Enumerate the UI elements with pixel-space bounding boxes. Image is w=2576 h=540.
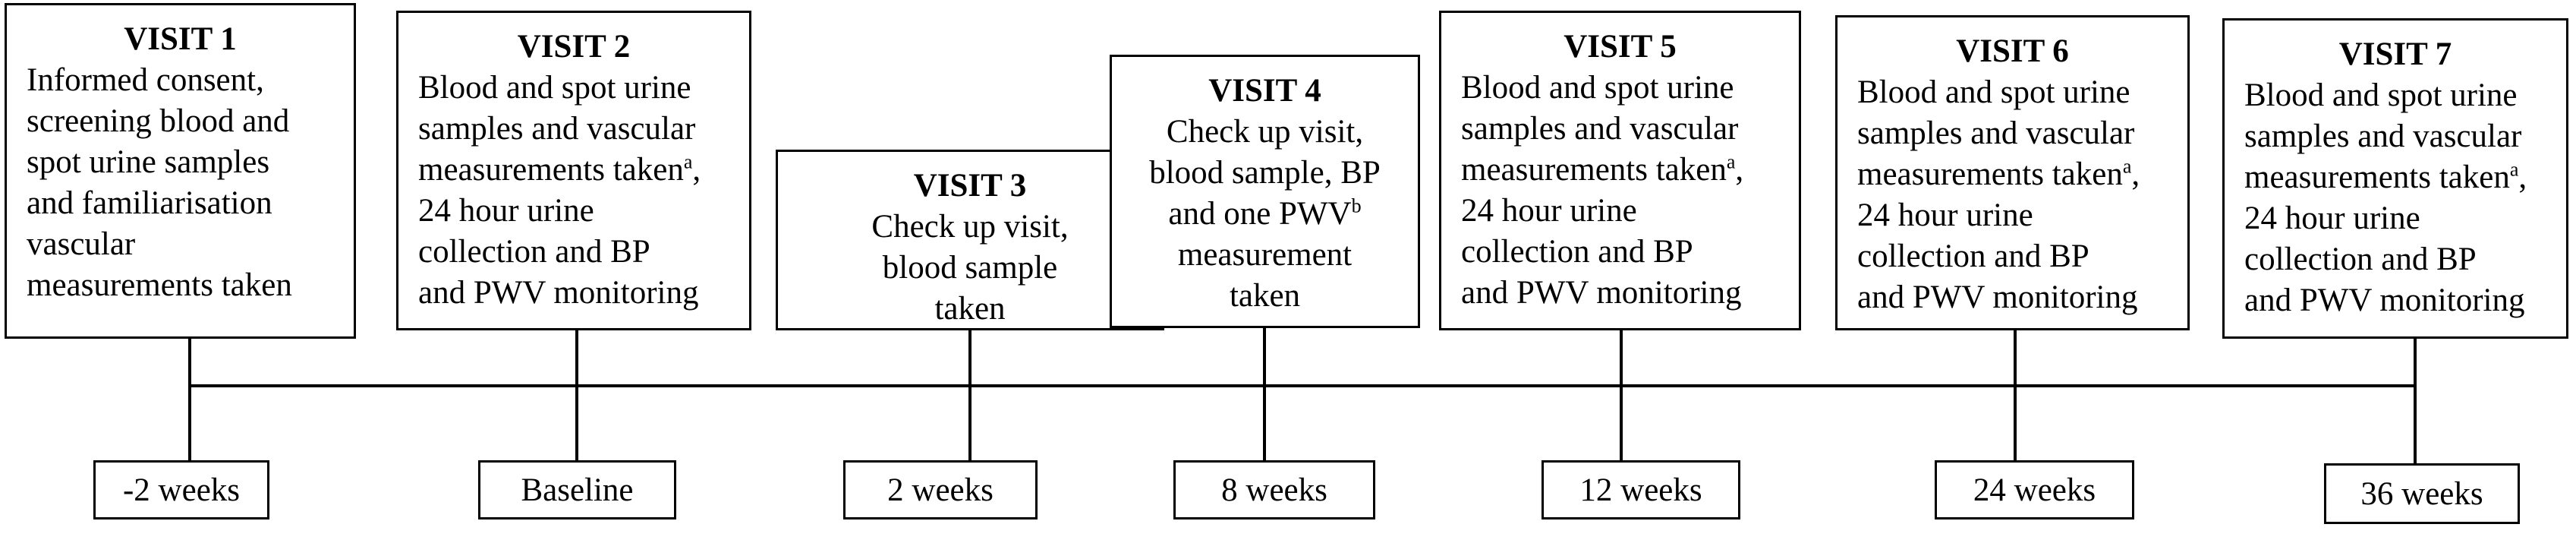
visit-3-line: blood sample <box>882 250 1058 286</box>
visit-2-line-text: measurements taken <box>418 152 684 188</box>
visit-1-description: Informed consent, screening blood and sp… <box>27 60 334 306</box>
visit-5-line: and PWV monitoring <box>1461 275 1742 311</box>
visit-2-line: collection and BP <box>418 234 650 270</box>
visit-4-title: VISIT 4 <box>1208 73 1321 109</box>
visit-6-box: VISIT 6 Blood and spot urine samples and… <box>1835 15 2190 330</box>
visit-7-line: 24 hour urine <box>2244 201 2420 236</box>
visit-4-description: Check up visit, blood sample, BP and one… <box>1132 112 1398 317</box>
visit-7-line: measurements takena, <box>2244 157 2546 198</box>
visit-4-line: taken <box>1229 278 1301 314</box>
visit-1-line: screening blood and <box>27 103 290 139</box>
visit-6-line: and PWV monitoring <box>1857 279 2138 315</box>
visit-1-line: Informed consent, <box>27 62 264 98</box>
visit-7-description: Blood and spot urine samples and vascula… <box>2244 75 2546 321</box>
connector-2 <box>575 330 578 460</box>
visit-4-line: blood sample, BP <box>1149 155 1381 191</box>
visit-5-title: VISIT 5 <box>1564 29 1677 65</box>
visit-4-box: VISIT 4 Check up visit, blood sample, BP… <box>1110 55 1420 328</box>
visit-6-line: measurements takena, <box>1857 154 2168 195</box>
visit-1-line: measurements taken <box>27 267 292 303</box>
visit-6-line: collection and BP <box>1857 238 2089 274</box>
visit-2-box: VISIT 2 Blood and spot urine samples and… <box>396 11 751 330</box>
visit-5-line: Blood and spot urine <box>1461 70 1734 106</box>
visit-7-box: VISIT 7 Blood and spot urine samples and… <box>2222 18 2568 339</box>
timepoint-8-weeks: 8 weeks <box>1173 460 1375 519</box>
visit-6-line-punct: , <box>2131 156 2140 192</box>
visit-5-line-punct: , <box>1735 152 1744 188</box>
visit-2-line: 24 hour urine <box>418 193 594 229</box>
visit-1-line: and familiarisation <box>27 185 272 221</box>
visit-5-line: measurements takena, <box>1461 150 1779 191</box>
timepoint-36-weeks: 36 weeks <box>2324 463 2520 524</box>
visit-3-description: Check up visit, blood sample taken <box>798 207 1142 330</box>
visit-6-description: Blood and spot urine samples and vascula… <box>1857 72 2168 318</box>
timeline-axis <box>190 384 2415 387</box>
visit-7-line: samples and vascular <box>2244 118 2522 154</box>
visit-7-line: Blood and spot urine <box>2244 77 2518 113</box>
visit-5-line: 24 hour urine <box>1461 193 1637 229</box>
timepoint-2-weeks: 2 weeks <box>843 460 1038 519</box>
visit-5-box: VISIT 5 Blood and spot urine samples and… <box>1439 11 1801 330</box>
visit-6-line-text: measurements taken <box>1857 156 2123 192</box>
timepoint-minus-2-weeks: -2 weeks <box>93 460 269 519</box>
visit-3-line: Check up visit, <box>871 209 1069 245</box>
visit-4-line: Check up visit, <box>1166 114 1364 150</box>
visit-6-line: 24 hour urine <box>1857 197 2033 233</box>
visit-1-title: VISIT 1 <box>124 21 237 57</box>
visit-7-line: and PWV monitoring <box>2244 283 2525 318</box>
visit-4-line: and one PWVb <box>1132 194 1398 235</box>
visit-2-line: and PWV monitoring <box>418 275 699 311</box>
visit-1-line: vascular <box>27 226 136 262</box>
visit-2-line: Blood and spot urine <box>418 70 691 106</box>
connector-6 <box>2014 330 2017 460</box>
visit-4-line-text: and one PWV <box>1168 196 1352 232</box>
timepoint-12-weeks: 12 weeks <box>1542 460 1740 519</box>
visit-5-line: samples and vascular <box>1461 111 1739 147</box>
visit-2-line: samples and vascular <box>418 111 696 147</box>
visit-1-box: VISIT 1 Informed consent, screening bloo… <box>5 3 356 339</box>
visit-1-line: spot urine samples <box>27 144 270 180</box>
connector-4 <box>1263 328 1266 460</box>
visit-2-line: measurements takena, <box>418 150 729 191</box>
visit-2-description: Blood and spot urine samples and vascula… <box>418 68 729 314</box>
connector-1 <box>188 339 191 460</box>
visit-2-line-punct: , <box>692 152 701 188</box>
visit-6-title: VISIT 6 <box>1956 33 2069 69</box>
footnote-marker-a: a <box>2509 158 2519 181</box>
visit-3-title: VISIT 3 <box>913 168 1027 204</box>
connector-3 <box>968 330 972 460</box>
visit-6-line: samples and vascular <box>1857 115 2135 151</box>
timepoint-baseline: Baseline <box>478 460 676 519</box>
footnote-marker-a: a <box>683 150 693 173</box>
visit-4-line: measurement <box>1177 237 1353 273</box>
footnote-marker-a: a <box>1726 150 1736 173</box>
visit-5-description: Blood and spot urine samples and vascula… <box>1461 68 1779 314</box>
timepoint-24-weeks: 24 weeks <box>1935 460 2134 519</box>
visit-3-line: taken <box>934 291 1006 327</box>
connector-7 <box>2414 339 2417 463</box>
visit-7-line-punct: , <box>2518 159 2527 195</box>
visit-7-title: VISIT 7 <box>2338 36 2452 72</box>
visit-7-line-text: measurements taken <box>2244 159 2510 195</box>
footnote-marker-b: b <box>1351 194 1362 217</box>
visit-5-line-text: measurements taken <box>1461 152 1727 188</box>
visit-2-title: VISIT 2 <box>517 29 631 65</box>
visit-6-line: Blood and spot urine <box>1857 74 2130 110</box>
visit-3-box: VISIT 3 Check up visit, blood sample tak… <box>776 150 1164 330</box>
visit-5-line: collection and BP <box>1461 234 1693 270</box>
footnote-marker-a: a <box>2122 155 2132 178</box>
visit-7-line: collection and BP <box>2244 242 2477 277</box>
connector-5 <box>1620 330 1623 460</box>
